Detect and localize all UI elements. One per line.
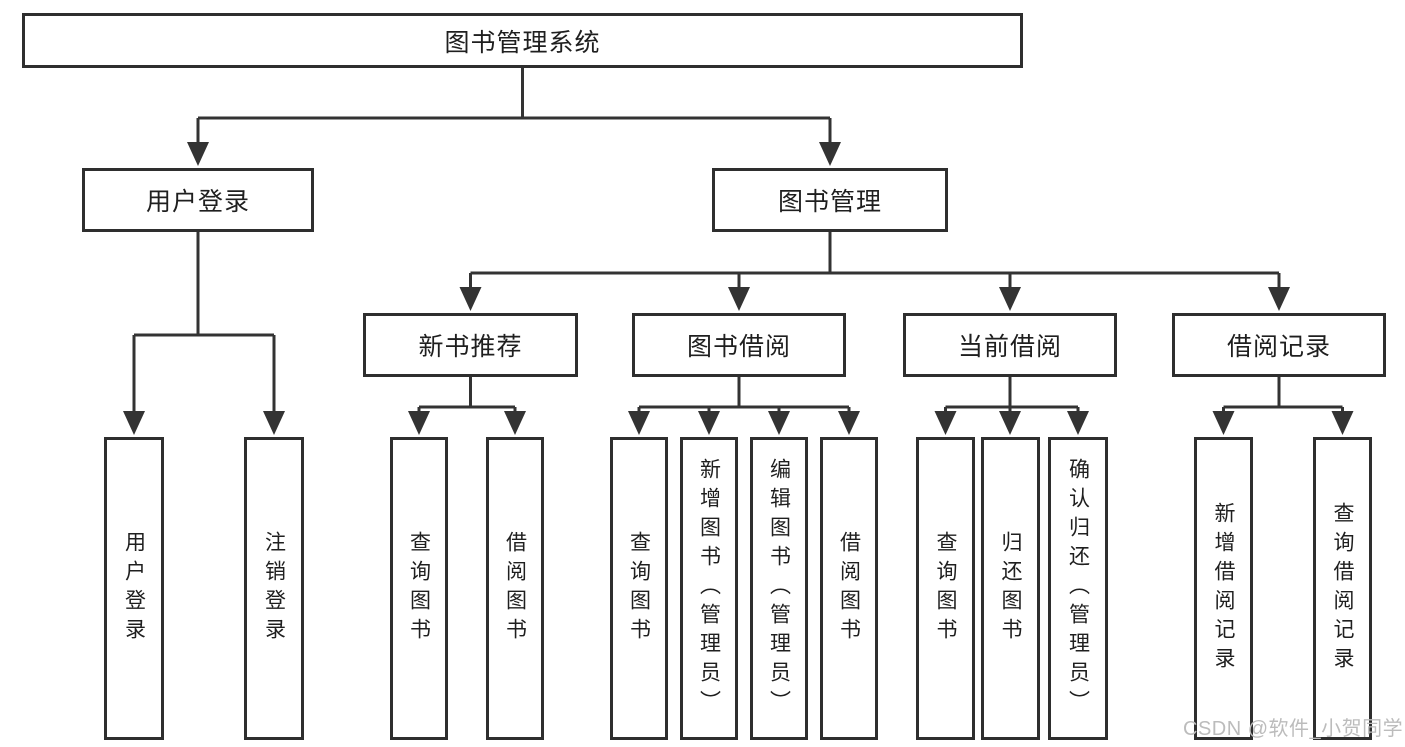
node-borrow-records: 借阅记录 [1172, 313, 1386, 377]
node-label: 图书管理 [777, 188, 882, 216]
arrowheads [123, 142, 1354, 435]
leaf-borrow-book: 借阅图书 [820, 437, 878, 740]
leaf-query-book-current: 查询图书 [916, 437, 975, 740]
leaf-return-book: 归还图书 [981, 437, 1040, 740]
leaf-add-borrow-record: 新增借阅记录 [1194, 437, 1253, 740]
leaf-label: 借阅图书 [837, 530, 861, 647]
leaf-label: 新增图书（管理员） [697, 458, 721, 719]
leaf-label: 查询图书 [934, 530, 957, 647]
leaf-label: 查询借阅记录 [1331, 501, 1354, 676]
csdn-watermark: CSDN @软件_小贺同学 [1183, 718, 1404, 740]
node-label: 用户登录 [145, 188, 250, 216]
node-current-borrow: 当前借阅 [903, 313, 1117, 377]
node-label: 图书借阅 [686, 333, 791, 361]
node-book-management: 图书管理 [712, 168, 948, 232]
node-user-login: 用户登录 [82, 168, 314, 232]
leaf-label: 借阅图书 [503, 530, 527, 647]
node-label: 图书管理系统 [444, 28, 601, 57]
leaf-label: 查询图书 [627, 530, 651, 647]
node-book-borrow: 图书借阅 [632, 313, 846, 377]
node-library-management-system: 图书管理系统 [22, 13, 1023, 68]
leaf-logout: 注销登录 [244, 437, 304, 740]
leaf-label: 归还图书 [999, 530, 1022, 647]
leaf-label: 编辑图书（管理员） [767, 458, 791, 719]
leaf-add-book-admin: 新增图书（管理员） [680, 437, 738, 740]
leaf-label: 新增借阅记录 [1212, 501, 1235, 676]
leaf-borrow-book-recommend: 借阅图书 [486, 437, 544, 740]
leaf-label: 注销登录 [262, 530, 286, 647]
leaf-query-book-recommend: 查询图书 [390, 437, 448, 740]
node-new-book-recommend: 新书推荐 [363, 313, 578, 377]
leaf-edit-book-admin: 编辑图书（管理员） [750, 437, 808, 740]
leaf-label: 确认归还（管理员） [1066, 458, 1090, 719]
node-label: 当前借阅 [957, 333, 1062, 361]
leaf-query-book-borrow: 查询图书 [610, 437, 668, 740]
leaf-label: 查询图书 [407, 530, 431, 647]
leaf-user-login: 用户登录 [104, 437, 164, 740]
node-label: 新书推荐 [418, 333, 523, 361]
leaf-label: 用户登录 [122, 530, 146, 647]
node-label: 借阅记录 [1226, 333, 1331, 361]
leaf-confirm-return-admin: 确认归还（管理员） [1048, 437, 1108, 740]
leaf-query-borrow-record: 查询借阅记录 [1313, 437, 1372, 740]
